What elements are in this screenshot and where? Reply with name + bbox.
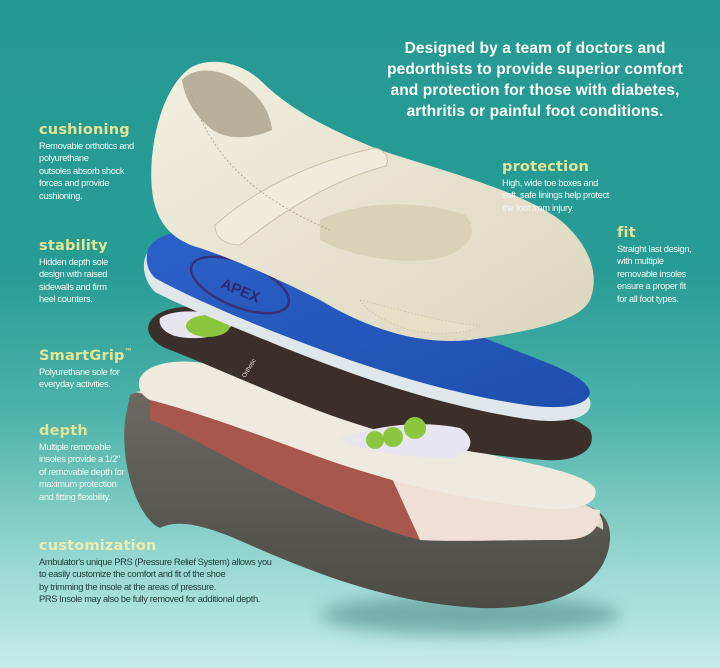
- headline: Designed by a team of doctors and pedort…: [362, 38, 708, 122]
- feature-body: Hidden depth sole design with raised sid…: [39, 257, 108, 305]
- feature-title: cushioning: [39, 122, 130, 138]
- feature-cushioning: cushioning Removable orthotics and polyu…: [39, 122, 159, 202]
- feature-body: Polyurethane sole for everyday activitie…: [39, 367, 120, 390]
- outsole-shadow: [320, 595, 620, 635]
- stitch-line: [189, 89, 331, 231]
- feature-fit: fit Straight last design, with multiple …: [617, 225, 717, 305]
- headline-line: and protection for those with diabetes,: [390, 82, 680, 99]
- shoe-opening: [320, 204, 472, 261]
- green-pad-1: [366, 431, 384, 449]
- trademark-symbol: ™: [124, 347, 133, 356]
- feature-title: depth: [39, 423, 88, 439]
- green-pad-3: [404, 417, 426, 439]
- feature-title: protection: [502, 159, 590, 175]
- feature-body: Ambulator's unique PRS (Pressure Relief …: [39, 557, 272, 605]
- feature-protection: protection High, wide toe boxes and soft…: [502, 159, 652, 214]
- feature-title-text: SmartGrip: [39, 348, 125, 364]
- feature-title: SmartGrip™: [39, 343, 169, 365]
- perforation-panel: [359, 299, 481, 334]
- prs-insole-layer: [150, 397, 420, 540]
- feature-body: Straight last design, with multiple remo…: [617, 244, 692, 304]
- feature-title: stability: [39, 238, 108, 254]
- headline-line: pedorthists to provide superior comfort: [387, 61, 683, 78]
- shoe-strap: [214, 147, 388, 246]
- feature-body: High, wide toe boxes and soft, safe lini…: [502, 178, 609, 213]
- orthotic-insole: [148, 306, 592, 461]
- green-pad-2: [383, 427, 403, 447]
- feature-title: fit: [617, 225, 636, 241]
- feature-stability: stability Hidden depth sole design with …: [39, 238, 159, 306]
- feature-smartgrip: SmartGrip™ Polyurethane sole for everyda…: [39, 343, 169, 391]
- headline-line: arthritis or painful foot conditions.: [406, 103, 664, 120]
- shoe-lining: [182, 70, 272, 138]
- feature-depth: depth Multiple removable insoles provide…: [39, 423, 159, 503]
- headline-line: Designed by a team of doctors and: [404, 40, 666, 57]
- feature-customization: customization Ambulator's unique PRS (Pr…: [39, 538, 299, 606]
- feature-title: customization: [39, 538, 157, 554]
- feature-body: Multiple removable insoles provide a 1/2…: [39, 442, 125, 502]
- feature-body: Removable orthotics and polyurethane out…: [39, 141, 134, 201]
